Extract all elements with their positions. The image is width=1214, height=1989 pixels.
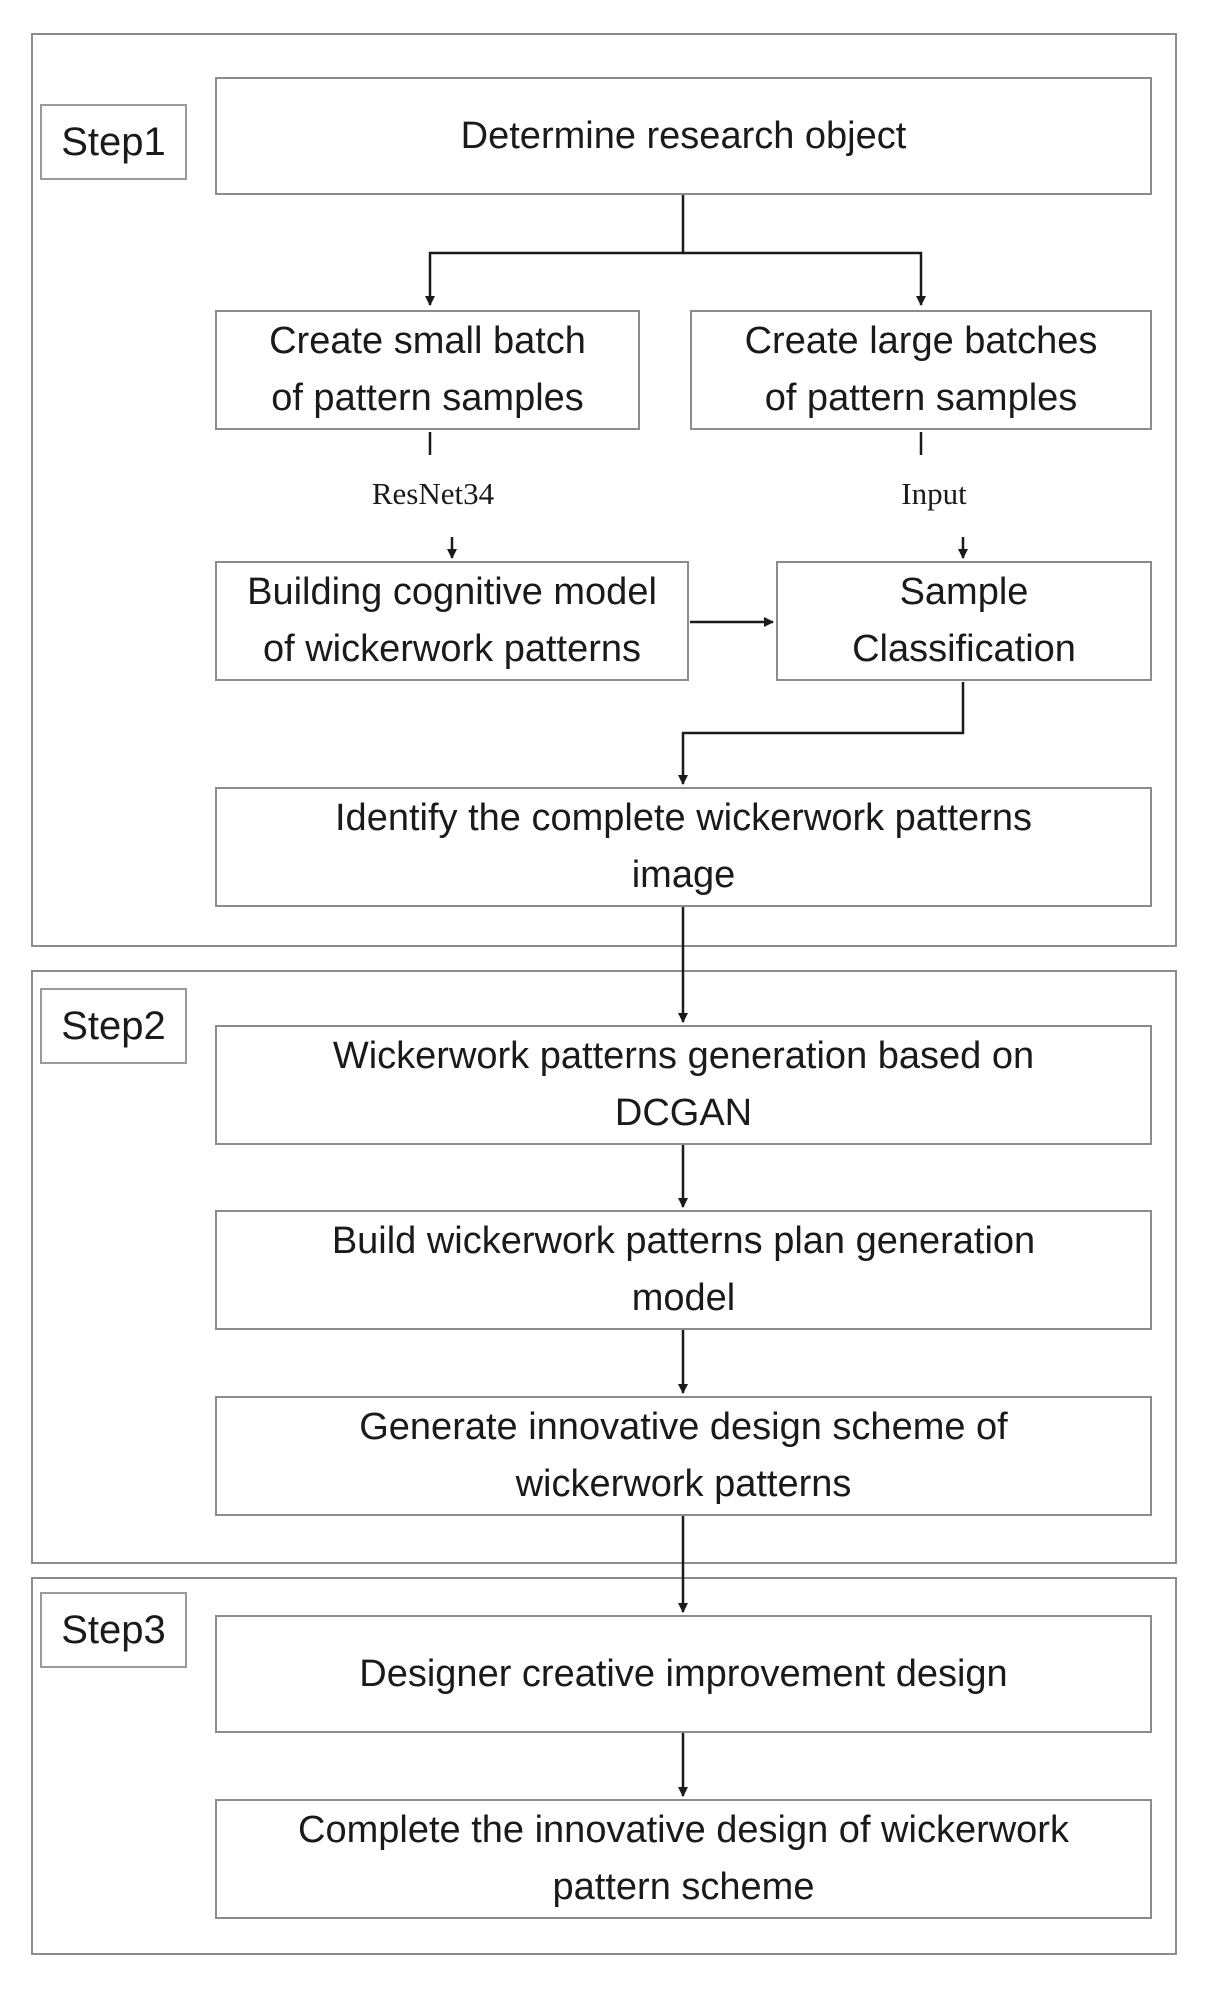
node-determine-research-object: Determine research object xyxy=(215,77,1152,195)
arrow-classification-to-identify xyxy=(678,682,965,785)
step1-label: Step1 xyxy=(40,104,187,180)
node-plan-generation-model: Build wickerwork patterns plan generatio… xyxy=(215,1210,1152,1330)
node-identify-complete-patterns: Identify the complete wickerwork pattern… xyxy=(215,787,1152,907)
arrow-small-to-cognitive xyxy=(428,432,452,558)
edge-label-input: Input xyxy=(901,476,967,511)
step2-label: Step2 xyxy=(40,988,187,1064)
edge-label-resnet: ResNet34 xyxy=(371,476,495,511)
arrow-determine-large xyxy=(683,251,926,306)
arrow-determine-split xyxy=(425,195,685,306)
node-complete-innovative-design: Complete the innovative design of wicker… xyxy=(215,1799,1152,1919)
arrow-large-to-classification xyxy=(919,432,963,558)
node-designer-improvement: Designer creative improvement design xyxy=(215,1615,1152,1733)
step3-label: Step3 xyxy=(40,1592,187,1668)
